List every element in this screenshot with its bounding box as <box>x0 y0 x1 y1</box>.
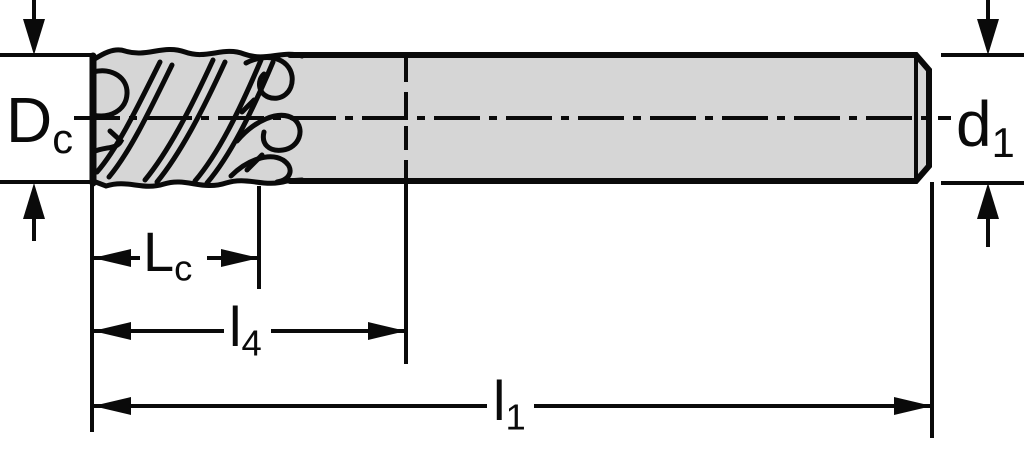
label-d1-sub: 1 <box>991 118 1015 166</box>
lc-right-arrowhead <box>221 249 259 267</box>
tool-body-outlines <box>89 46 932 189</box>
d1-dimension-arrows <box>977 0 999 247</box>
label-l1-sub: 1 <box>505 396 526 438</box>
flute-detail <box>90 128 125 155</box>
flute-detail <box>90 68 130 119</box>
dc-top-arrowhead <box>23 19 45 55</box>
lc-left-arrowhead <box>93 249 131 267</box>
label-d1-main: d <box>956 88 992 160</box>
label-l4-sub: 4 <box>241 322 262 364</box>
l4-dimension-line <box>93 322 406 340</box>
cutter-flutes <box>89 46 305 189</box>
dc-dimension-arrows <box>23 0 45 241</box>
d1-bottom-arrowhead <box>977 183 999 219</box>
label-l1-main: l <box>493 369 506 432</box>
label-lc-main: L <box>143 220 175 283</box>
flute-line <box>106 62 175 180</box>
shank-outline <box>287 52 932 184</box>
label-l1: l1 <box>493 373 526 436</box>
label-lc: Lc <box>143 224 192 287</box>
flute-line <box>204 59 276 186</box>
l4-left-arrowhead <box>93 322 131 340</box>
label-l4: l4 <box>229 299 262 362</box>
d1-top-arrowhead <box>977 19 999 55</box>
flute-detail <box>244 152 265 173</box>
label-l4-main: l <box>229 295 242 358</box>
flute-line <box>154 59 228 185</box>
flute-runout <box>243 54 295 101</box>
flute-runout <box>228 154 293 185</box>
flute-line <box>142 57 216 183</box>
l1-left-arrowhead <box>93 397 131 415</box>
flute-runout <box>234 112 303 153</box>
label-dc-main: D <box>6 84 53 156</box>
label-d1: d1 <box>956 92 1015 163</box>
label-dc-sub: c <box>52 114 74 162</box>
dimension-graphics <box>0 0 1024 438</box>
label-lc-sub: c <box>174 247 193 289</box>
l1-right-arrowhead <box>894 397 932 415</box>
label-dc: Dc <box>6 88 73 159</box>
flute-detail <box>239 97 257 115</box>
flute-line <box>192 57 264 184</box>
flute-bottom-edge <box>90 177 305 189</box>
flute-line <box>94 59 163 175</box>
dc-bottom-arrowhead <box>23 183 45 219</box>
l4-right-arrowhead <box>368 322 406 340</box>
lc-dimension-line <box>93 249 259 267</box>
l1-dimension-line <box>93 397 932 415</box>
